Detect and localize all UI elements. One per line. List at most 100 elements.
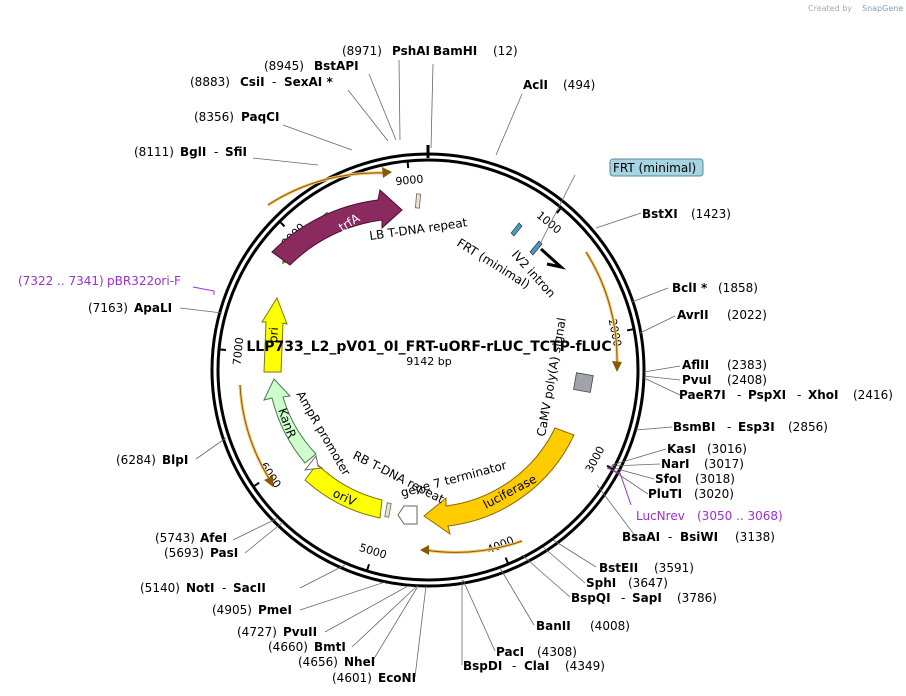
site-sfii-name: SfiI bbox=[225, 145, 247, 159]
site-paqci-pos: (8356) bbox=[194, 110, 234, 124]
site-bsaai-dash: - bbox=[668, 530, 672, 544]
rb-tdna-marker[interactable] bbox=[384, 502, 392, 518]
site-pvui[interactable]: PvuI (2408) bbox=[682, 373, 767, 387]
site-noti-dash: - bbox=[222, 581, 226, 595]
frt-marker-2[interactable] bbox=[529, 240, 543, 256]
site-leader-lines bbox=[179, 59, 681, 678]
site-bsmbi-name: BsmBI bbox=[673, 420, 715, 434]
site-aflii[interactable]: AflII (2383) bbox=[682, 358, 767, 372]
gene7-terminator-marker[interactable] bbox=[397, 505, 418, 525]
site-sphi-name: SphI bbox=[586, 576, 616, 590]
site-pvui-name: PvuI bbox=[682, 373, 712, 387]
site-kasi[interactable]: KasI (3016) bbox=[667, 442, 747, 456]
plasmid-length: 9142 bp bbox=[406, 355, 451, 368]
site-sfoi[interactable]: SfoI (3018) bbox=[655, 472, 735, 486]
site-avrii-name: AvrII bbox=[677, 308, 709, 322]
site-clai-name: ClaI bbox=[524, 659, 549, 673]
site-banii[interactable]: BanII (4008) bbox=[536, 619, 630, 633]
site-avrii[interactable]: AvrII (2022) bbox=[677, 308, 767, 322]
feature-ori[interactable]: ori bbox=[261, 296, 288, 373]
site-bspqi-dash: - bbox=[621, 591, 625, 605]
site-blpi-pos: (6284) bbox=[116, 453, 156, 467]
primer-pbr322ori-f-mark[interactable] bbox=[192, 286, 215, 295]
site-nari[interactable]: NarI (3017) bbox=[661, 457, 744, 471]
site-paer7i-dash: - bbox=[737, 388, 741, 402]
primer-lucnrev[interactable]: LucNrev (3050 .. 3068) bbox=[636, 509, 783, 523]
iv2-intron-marker[interactable] bbox=[539, 247, 567, 270]
camv-polya-marker[interactable] bbox=[573, 372, 594, 393]
site-paer7i-name: PaeR7I bbox=[679, 388, 726, 402]
site-afei-name: AfeI bbox=[200, 531, 227, 545]
site-bspqi-sapi[interactable]: BspQI - SapI (3786) bbox=[571, 591, 717, 605]
site-pspxi-dash: - bbox=[797, 388, 801, 402]
site-noti-sacii[interactable]: (5140) NotI - SacII bbox=[140, 581, 266, 595]
site-bmti-name: BmtI bbox=[314, 640, 346, 654]
tick-mark bbox=[252, 481, 260, 488]
site-sphi[interactable]: SphI (3647) bbox=[586, 576, 668, 590]
site-apali[interactable]: (7163) ApaLI bbox=[88, 301, 172, 315]
site-bcli[interactable]: BclI * (1858) bbox=[672, 281, 758, 295]
site-bstxi-pos: (1423) bbox=[691, 207, 731, 221]
site-noti-pos: (5140) bbox=[140, 581, 180, 595]
site-pluti-pos: (3020) bbox=[694, 487, 734, 501]
site-bstxi[interactable]: BstXI (1423) bbox=[642, 207, 731, 221]
site-bamhi[interactable]: BamHI (12) bbox=[433, 44, 518, 58]
site-bsmbi-esp3i[interactable]: BsmBI - Esp3I (2856) bbox=[673, 420, 828, 434]
site-econi-pos: (4601) bbox=[332, 671, 372, 685]
site-pluti[interactable]: PluTI (3020) bbox=[648, 487, 734, 501]
site-bstapi[interactable]: (8945) BstAPI bbox=[264, 59, 359, 73]
site-sexai-name: SexAI * bbox=[284, 75, 333, 89]
site-pshai[interactable]: (8971) PshAI bbox=[342, 44, 430, 58]
site-pasi-pos: (5693) bbox=[164, 546, 204, 560]
site-pvuii-name: PvuII bbox=[283, 625, 317, 639]
tick-mark bbox=[406, 160, 410, 169]
site-pasi[interactable]: (5693) PasI bbox=[164, 546, 238, 560]
site-bgli-sfii[interactable]: (8111) BglI - SfiI bbox=[134, 145, 247, 159]
site-econi[interactable]: (4601) EcoNI bbox=[332, 671, 416, 685]
site-nari-pos: (3017) bbox=[704, 457, 744, 471]
site-afei[interactable]: (5743) AfeI bbox=[155, 531, 227, 545]
primer-lucnrev-pos: (3050 .. 3068) bbox=[697, 509, 783, 523]
feature-oriv[interactable]: oriV bbox=[304, 463, 383, 519]
kanr-label: KanR bbox=[275, 406, 299, 440]
site-bsiwi-name: BsiWI bbox=[680, 530, 718, 544]
site-bspdi-name: BspDI bbox=[463, 659, 502, 673]
site-bsteii-pos: (3591) bbox=[654, 561, 694, 575]
primer-lucnrev-mark[interactable] bbox=[606, 467, 632, 506]
site-csii-name: CsiI bbox=[240, 75, 265, 89]
primer-pbr322ori-f[interactable]: (7322 .. 7341) pBR322ori-F bbox=[18, 274, 181, 288]
site-bsteii[interactable]: BstEII (3591) bbox=[599, 561, 694, 575]
site-pmei[interactable]: (4905) PmeI bbox=[212, 603, 292, 617]
site-nhei[interactable]: (4656) NheI bbox=[298, 655, 375, 669]
frt-marker-1[interactable] bbox=[510, 222, 523, 237]
frt-box-label: FRT (minimal) bbox=[613, 161, 696, 175]
site-blpi[interactable]: (6284) BlpI bbox=[116, 453, 188, 467]
site-csii-sexai[interactable]: (8883) CsiI - SexAI * bbox=[190, 75, 333, 89]
site-bgli-name: BglI bbox=[180, 145, 206, 159]
site-bspdi-clai[interactable]: BspDI - ClaI (4349) bbox=[463, 659, 605, 673]
lb-tdna-marker[interactable] bbox=[414, 193, 422, 209]
site-paqci-name: PaqCI bbox=[241, 110, 279, 124]
site-bcli-pos: (1858) bbox=[718, 281, 758, 295]
site-bmti[interactable]: (4660) BmtI bbox=[268, 640, 346, 654]
site-banii-name: BanII bbox=[536, 619, 571, 633]
site-bspqi-pos: (3786) bbox=[677, 591, 717, 605]
site-bsaai-bsiwi[interactable]: BsaAI - BsiWI (3138) bbox=[622, 530, 775, 544]
site-paci[interactable]: PacI (4308) bbox=[496, 645, 577, 659]
site-acli[interactable]: AclI (494) bbox=[523, 78, 595, 92]
site-bamhi-pos: (12) bbox=[493, 44, 518, 58]
site-aflii-pos: (2383) bbox=[727, 358, 767, 372]
tick-label: 3000 bbox=[583, 444, 608, 475]
site-kasi-pos: (3016) bbox=[707, 442, 747, 456]
site-pvuii[interactable]: (4727) PvuII bbox=[237, 625, 317, 639]
camv-polya-label: CaMV poly(A) signal bbox=[534, 317, 569, 438]
tick-mark bbox=[366, 563, 370, 572]
feature-frt-minimal-box[interactable]: FRT (minimal) bbox=[609, 158, 704, 177]
site-kasi-name: KasI bbox=[667, 442, 696, 456]
ampr-promoter-marker[interactable] bbox=[303, 454, 324, 471]
site-pluti-name: PluTI bbox=[648, 487, 682, 501]
site-paqci[interactable]: (8356) PaqCI bbox=[194, 110, 279, 124]
tick-mark bbox=[626, 328, 635, 332]
site-paer7i-pspxi-xhoi[interactable]: PaeR7I - PspXI - XhoI (2416) bbox=[679, 388, 893, 402]
site-bsaai-pos: (3138) bbox=[735, 530, 775, 544]
